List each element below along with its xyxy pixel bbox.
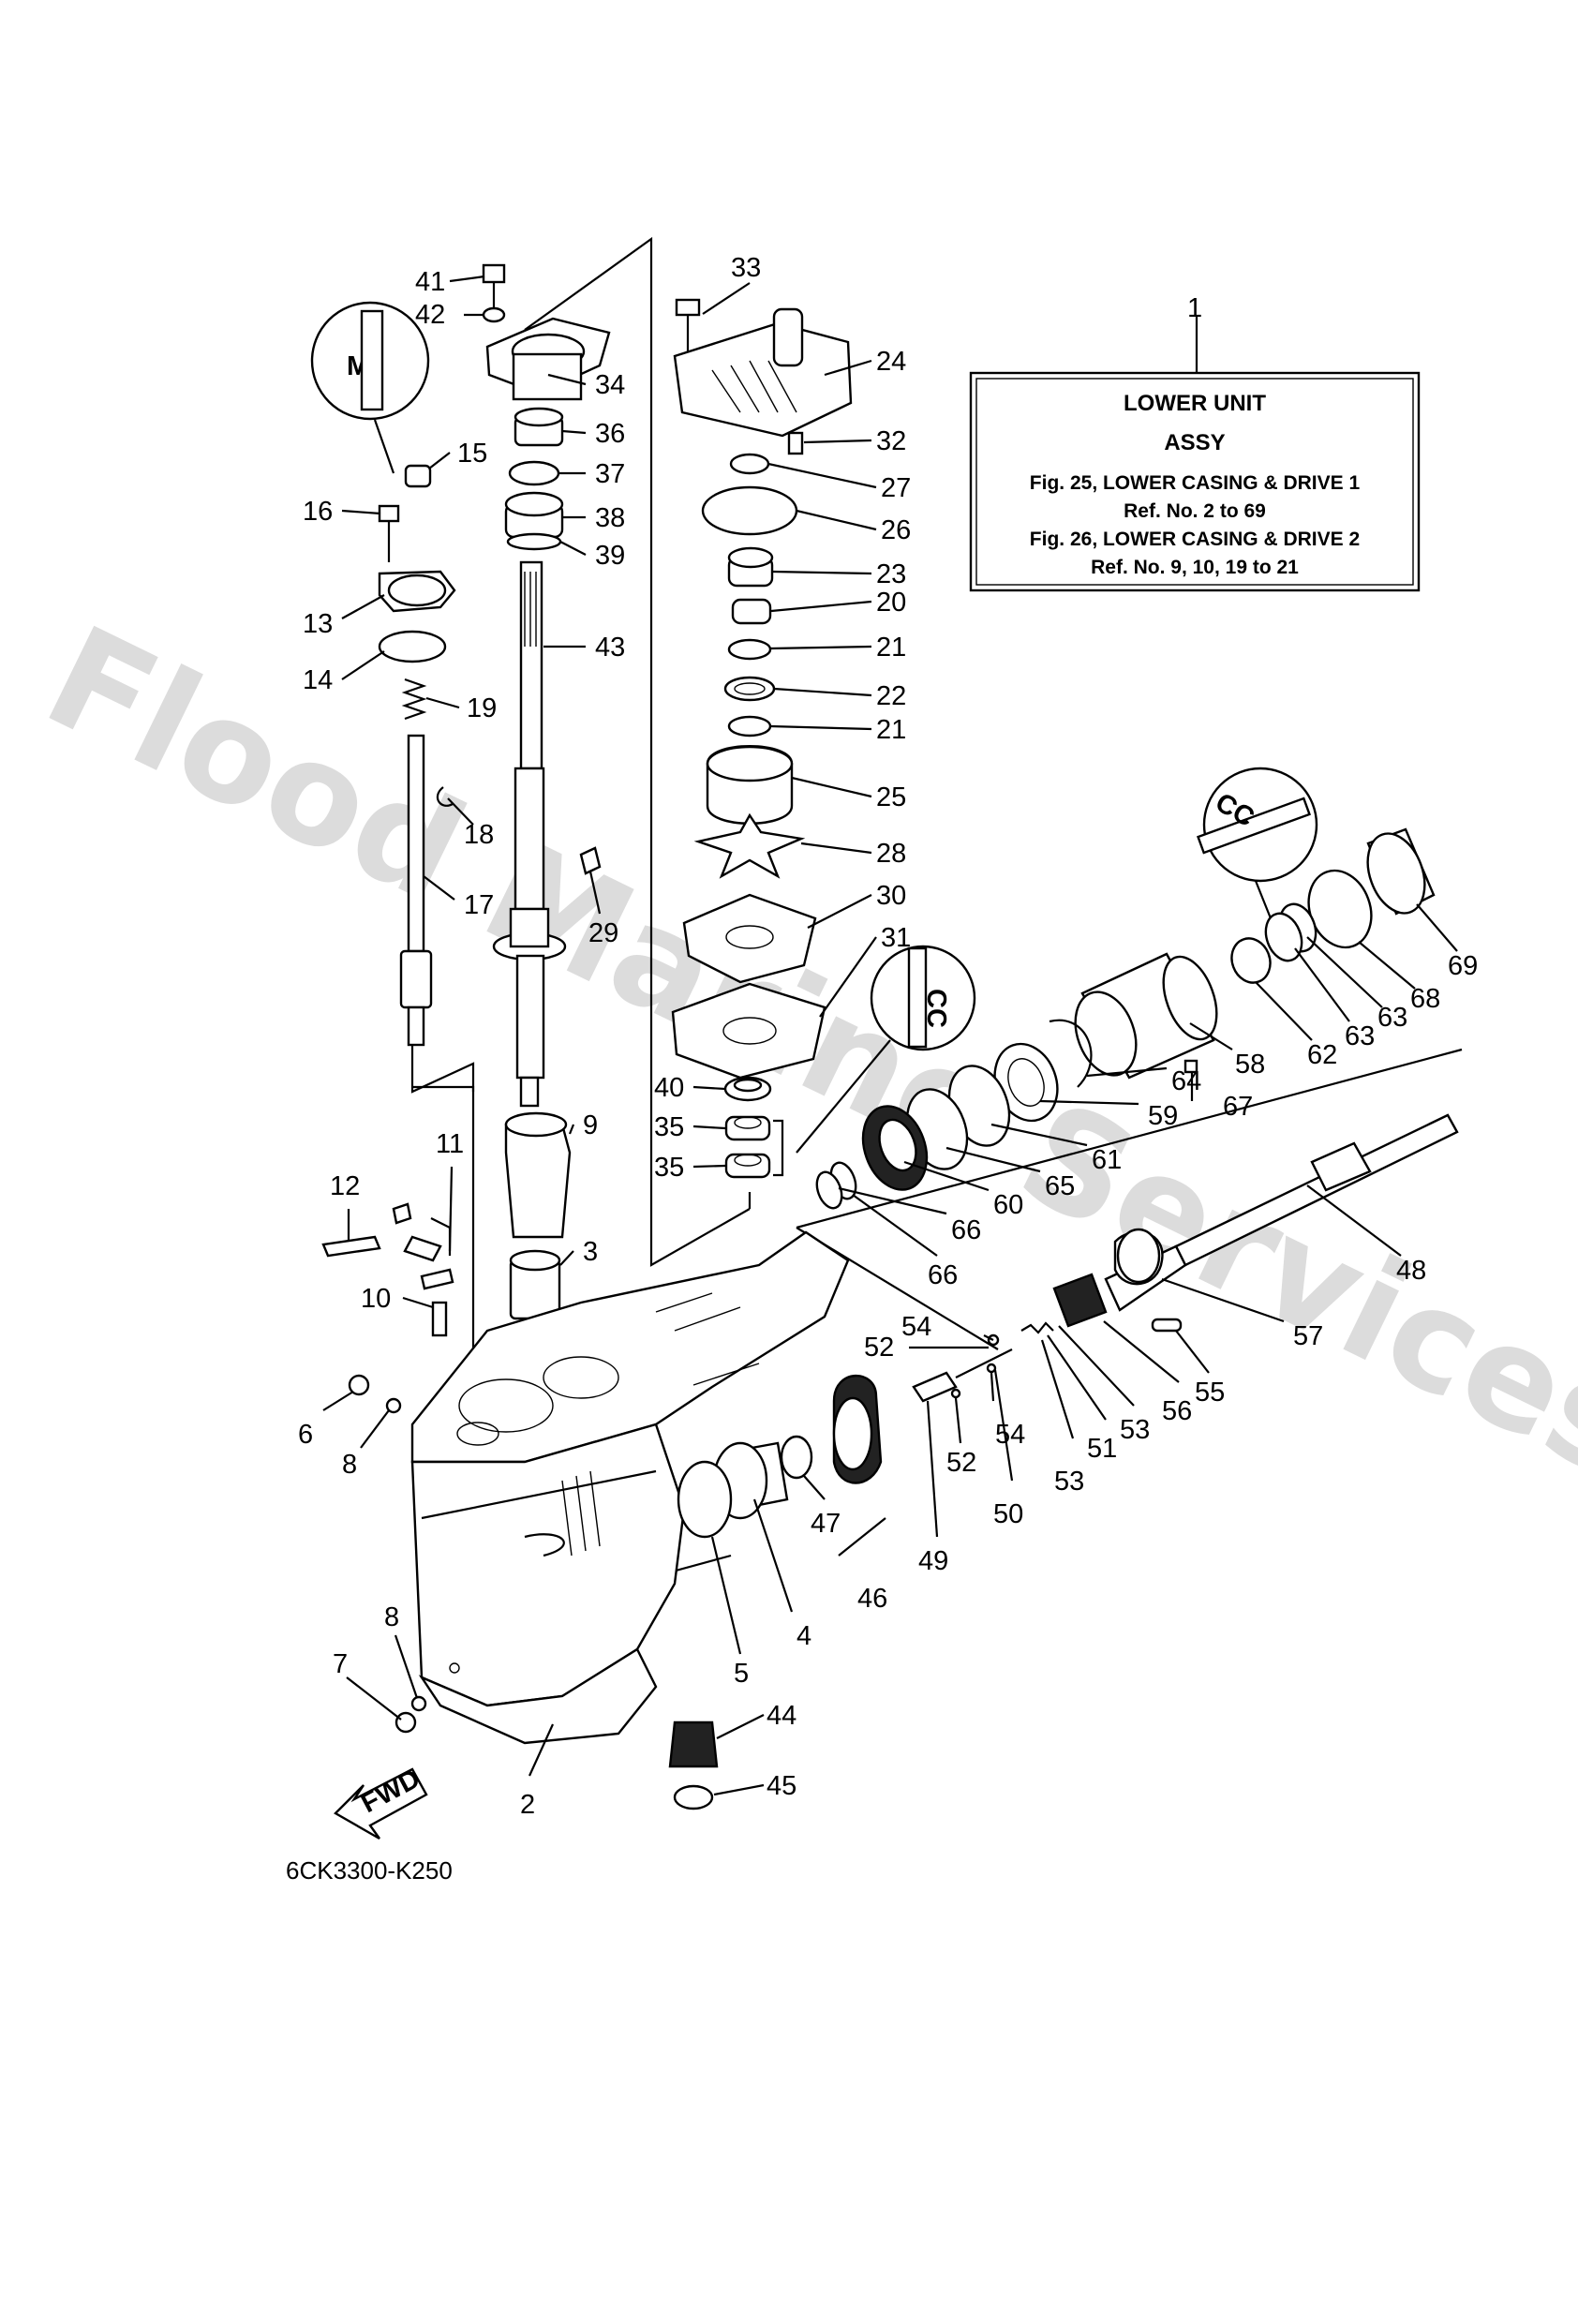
info-box-line-2: Ref. No. 2 to 69	[1124, 500, 1266, 522]
callout-55: 55	[1195, 1378, 1225, 1408]
callout-61: 61	[1092, 1145, 1122, 1175]
callout-22: 22	[876, 681, 906, 711]
callout-5: 5	[734, 1659, 749, 1689]
callout-4: 4	[796, 1621, 811, 1651]
water-pump-assembly	[671, 298, 853, 1179]
callout-53b: 53	[1054, 1467, 1084, 1497]
callout-50: 50	[993, 1499, 1023, 1529]
callout-62: 62	[1307, 1040, 1337, 1070]
callout-63: 63	[1345, 1021, 1375, 1051]
callout-48: 48	[1396, 1256, 1426, 1286]
info-box-line-4: Ref. No. 9, 10, 19 to 21	[1091, 557, 1299, 578]
callout-53: 53	[1120, 1415, 1150, 1445]
info-box: 1 LOWER UNIT ASSY Fig. 25, LOWER CASING …	[969, 293, 1421, 592]
callout-51: 51	[1087, 1434, 1117, 1464]
callout-32: 32	[876, 426, 906, 456]
callout-18: 18	[464, 820, 494, 850]
sealant-label-cc-2: CC	[921, 989, 951, 1028]
callout-6: 6	[298, 1420, 313, 1450]
callout-56: 56	[1162, 1396, 1192, 1426]
callout-67: 67	[1223, 1092, 1253, 1122]
callout-8b: 8	[384, 1602, 399, 1632]
lower-casing: FWD	[321, 1202, 850, 1840]
callout-41: 41	[415, 267, 445, 297]
callout-54: 54	[901, 1312, 931, 1342]
callout-12: 12	[330, 1171, 360, 1201]
callout-68: 68	[1410, 984, 1440, 1014]
info-box-title-1: LOWER UNIT	[1124, 391, 1266, 416]
callout-17: 17	[464, 890, 494, 920]
drawing-code: 6CK3300-K250	[286, 1856, 453, 1885]
callout-7: 7	[333, 1649, 348, 1679]
callout-52b: 52	[946, 1448, 976, 1478]
callout-35: 35	[654, 1112, 684, 1142]
callout-21: 21	[876, 633, 906, 663]
callout-47: 47	[811, 1509, 841, 1539]
callout-52: 52	[864, 1333, 894, 1363]
callout-33: 33	[731, 253, 761, 283]
info-box-title-2: ASSY	[1164, 430, 1225, 455]
callout-25: 25	[876, 782, 906, 812]
callout-38: 38	[595, 503, 625, 533]
callout-42: 42	[415, 300, 445, 330]
callout-66: 66	[928, 1260, 958, 1290]
callout-34: 34	[595, 370, 625, 400]
callout-11: 11	[436, 1129, 464, 1159]
callout-10: 10	[361, 1284, 391, 1314]
callout-45: 45	[767, 1771, 796, 1801]
callout-35b: 35	[654, 1153, 684, 1183]
callout-16: 16	[303, 497, 333, 527]
callout-54b: 54	[995, 1420, 1025, 1450]
leader-lines	[322, 275, 1458, 1796]
callout-58: 58	[1235, 1050, 1265, 1080]
callout-23: 23	[876, 559, 906, 589]
callout-27: 27	[881, 473, 911, 503]
callout-59: 59	[1148, 1101, 1178, 1131]
driveshaft-assembly	[482, 263, 611, 1320]
callout-8: 8	[342, 1450, 357, 1480]
callout-13: 13	[303, 609, 333, 639]
callout-2: 2	[520, 1790, 535, 1820]
callout-63b: 63	[1377, 1003, 1407, 1033]
callout-60: 60	[993, 1190, 1023, 1220]
callout-36: 36	[595, 419, 625, 449]
callouts: 41 42 34 36 37 38 39 43 15 16 13 14 19 1…	[298, 253, 1478, 1820]
callout-64: 64	[1171, 1066, 1201, 1096]
callout-29: 29	[588, 918, 618, 948]
callout-28: 28	[876, 839, 906, 869]
callout-40: 40	[654, 1073, 684, 1103]
callout-19: 19	[467, 693, 497, 723]
callout-21b: 21	[876, 715, 906, 745]
callout-46: 46	[857, 1584, 887, 1614]
callout-24: 24	[876, 347, 906, 377]
callout-49: 49	[918, 1546, 948, 1576]
callout-1: 1	[1187, 293, 1202, 323]
callout-37: 37	[595, 459, 625, 489]
callout-39: 39	[595, 541, 625, 571]
info-box-line-3: Fig. 26, LOWER CASING & DRIVE 2	[1030, 529, 1360, 550]
callout-30: 30	[876, 881, 906, 911]
callout-43: 43	[595, 633, 625, 663]
callout-65: 65	[1045, 1171, 1075, 1201]
info-box-line-1: Fig. 25, LOWER CASING & DRIVE 1	[1030, 472, 1361, 494]
callout-69: 69	[1448, 951, 1478, 981]
propeller-shaft-group: CC CC	[668, 767, 1459, 1810]
callout-20: 20	[876, 588, 906, 618]
fwd-arrow	[334, 1767, 428, 1840]
callout-57: 57	[1293, 1321, 1323, 1351]
callout-26: 26	[881, 515, 911, 545]
callout-15: 15	[457, 439, 487, 469]
callout-44: 44	[767, 1701, 796, 1731]
callout-14: 14	[303, 665, 333, 695]
shift-rod-assembly: M	[310, 301, 475, 1094]
callout-3: 3	[583, 1237, 598, 1267]
callout-66b: 66	[951, 1215, 981, 1245]
callout-9: 9	[583, 1110, 598, 1140]
callout-31: 31	[881, 923, 911, 953]
